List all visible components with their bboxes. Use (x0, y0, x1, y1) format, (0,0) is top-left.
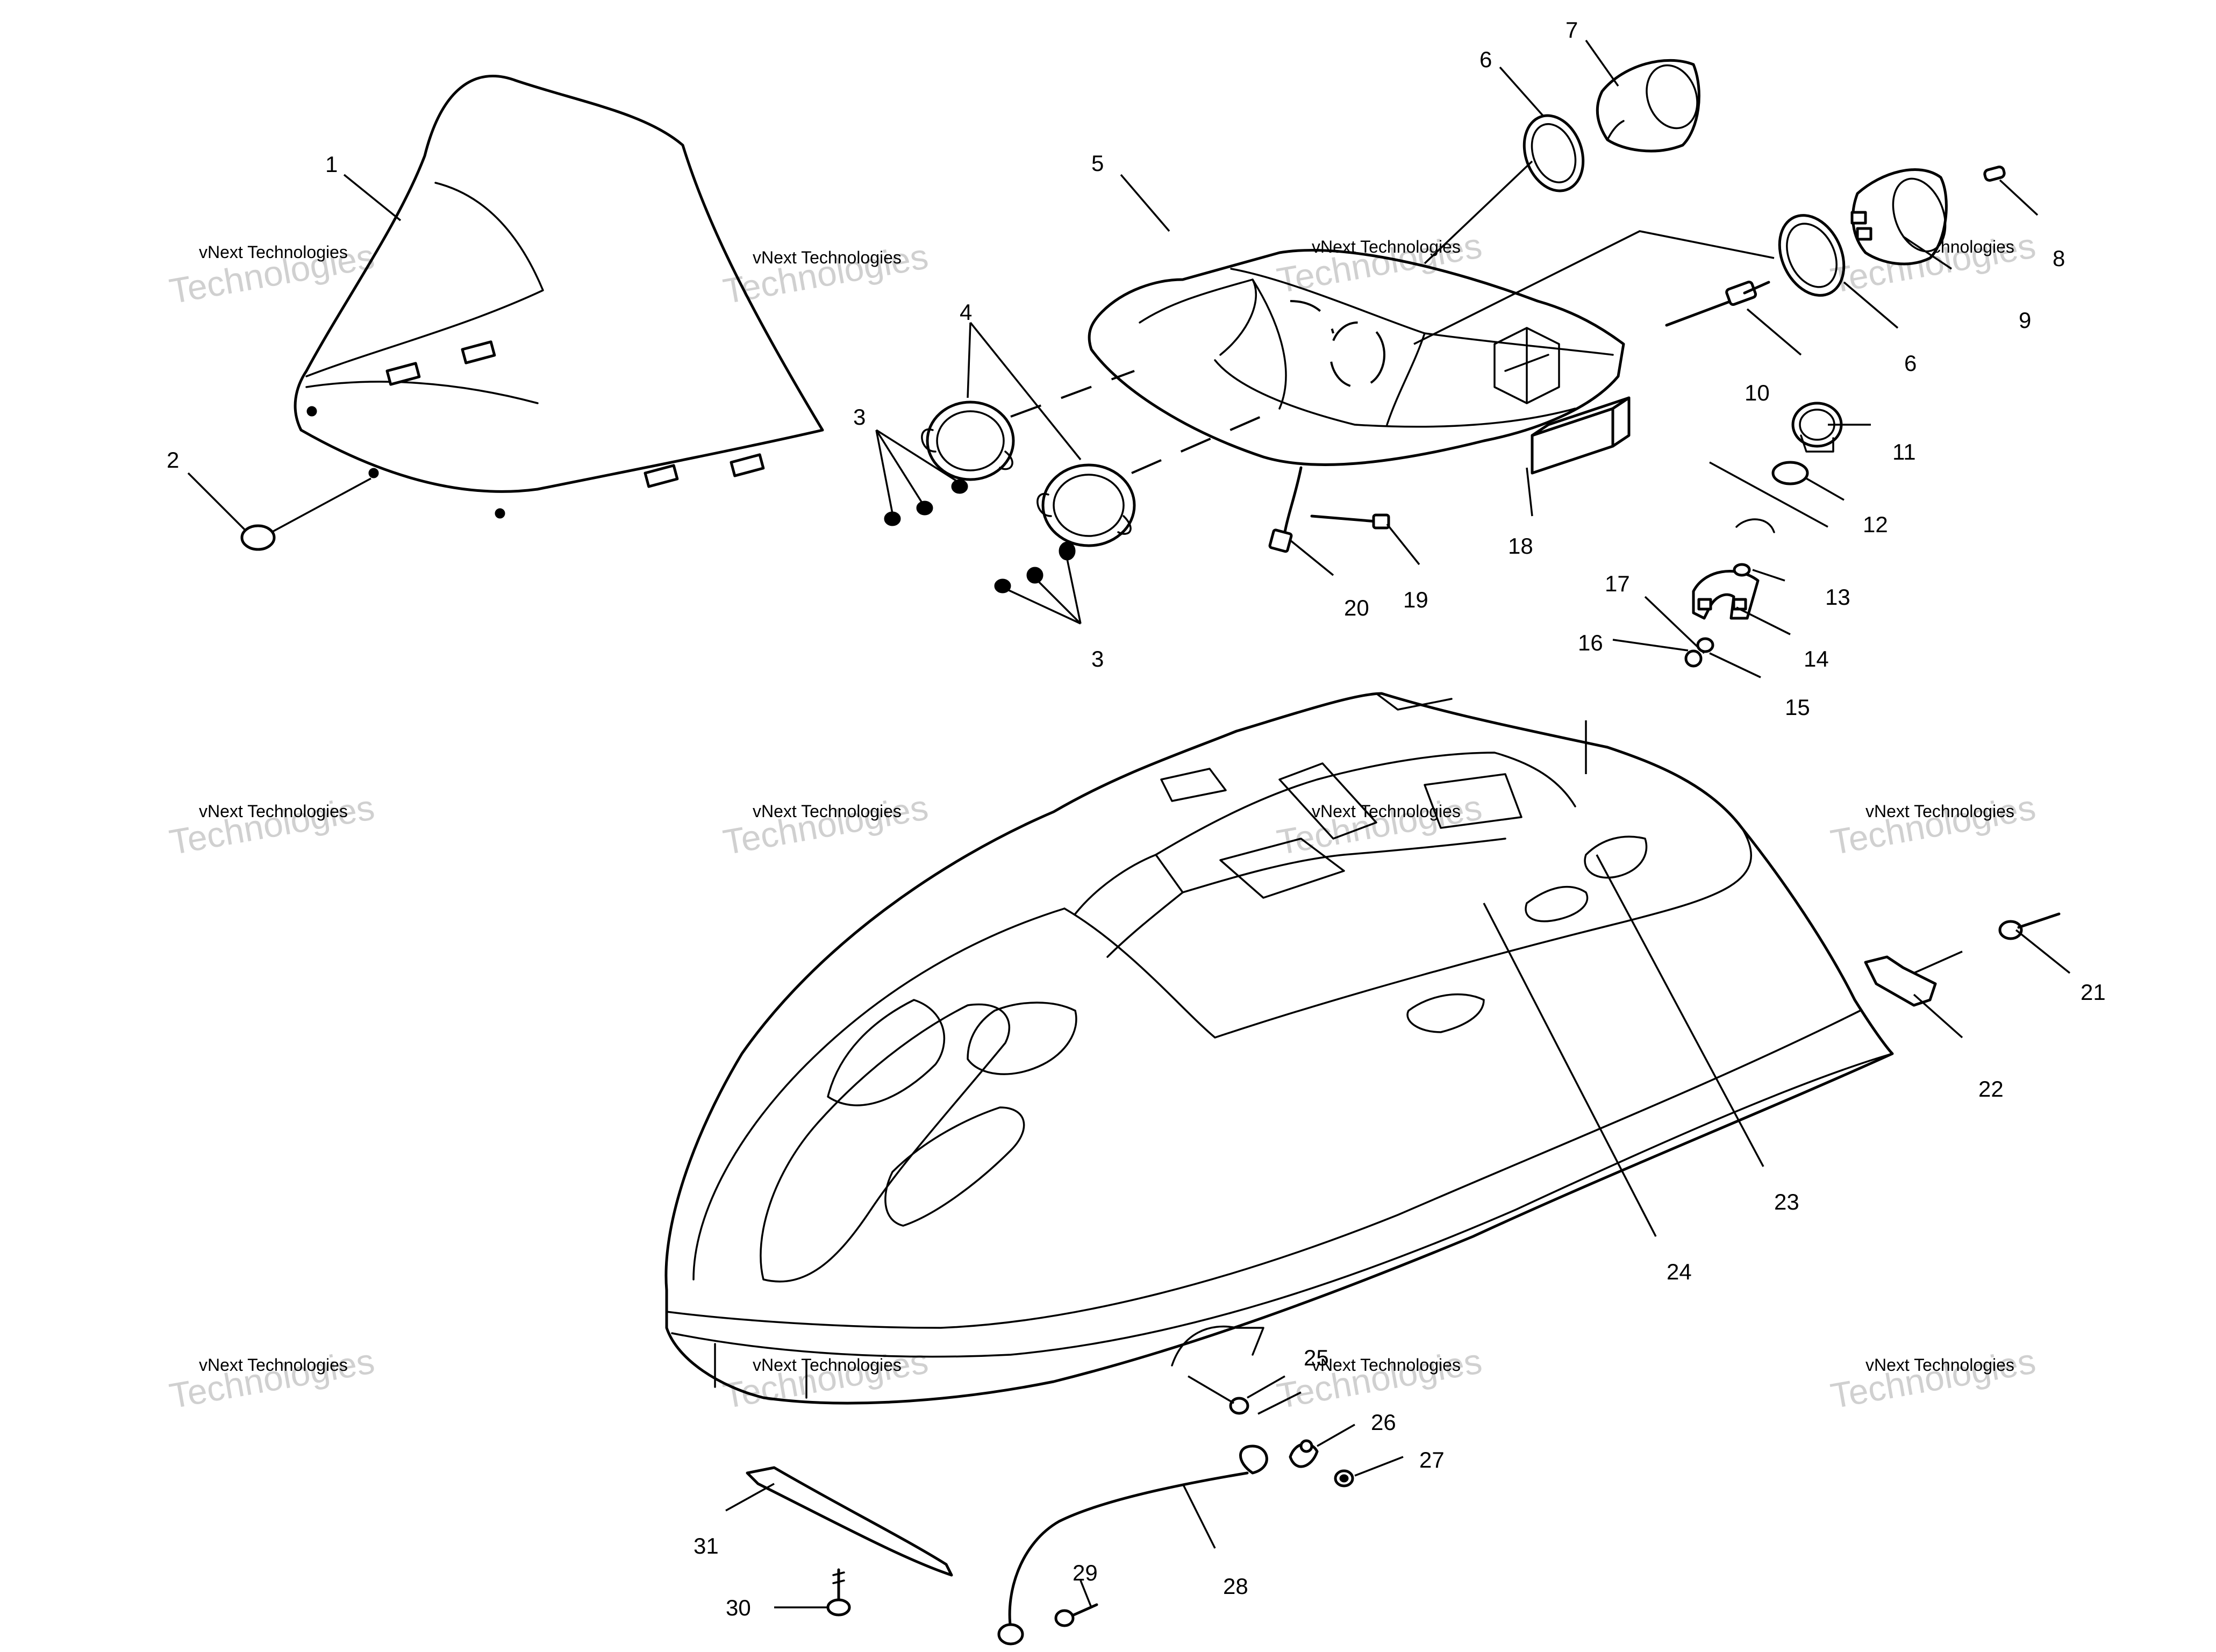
gauge-bezel-lower (1778, 214, 1846, 297)
harness-plug (1268, 466, 1303, 553)
svg-text:Technologies: Technologies (167, 1341, 377, 1416)
callout-16: 16 (1578, 630, 1603, 655)
wire-connector (1665, 281, 1770, 327)
svg-text:Technologies: Technologies (167, 787, 377, 862)
svg-text:vNext Technologies: vNext Technologies (1312, 237, 1461, 256)
callout-27: 27 (1419, 1447, 1445, 1472)
svg-text:vNext Technologies: vNext Technologies (1312, 802, 1461, 821)
indicator-light (1791, 402, 1843, 453)
headlight-ring-left (921, 401, 1015, 481)
callout-17: 17 (1605, 571, 1630, 596)
foam-pad (1531, 396, 1631, 475)
callout-10: 10 (1745, 380, 1770, 405)
bulb (1983, 165, 2006, 182)
svg-text:Technologies: Technologies (1828, 787, 2039, 862)
nut-set-lower (994, 541, 1076, 593)
callout-3-upper: 3 (853, 404, 866, 430)
windshield (294, 75, 824, 519)
callout-22: 22 (1978, 1076, 2004, 1102)
nut-set-upper (884, 479, 968, 526)
svg-text:vNext Technologies: vNext Technologies (199, 1355, 348, 1375)
nut (1684, 649, 1703, 668)
svg-text:vNext Technologies: vNext Technologies (753, 1355, 902, 1375)
svg-text:Technologies: Technologies (720, 1341, 931, 1416)
callout-2: 2 (167, 447, 179, 473)
svg-text:vNext Technologies: vNext Technologies (1865, 802, 2014, 821)
headlight-ring-right (1036, 463, 1136, 547)
rivet (1733, 563, 1751, 577)
gauge-bezel-upper (1522, 114, 1585, 192)
deflector (746, 1466, 953, 1577)
hood (664, 692, 1894, 1405)
callout-12: 12 (1863, 512, 1888, 537)
alignment-lines (1010, 160, 1775, 474)
mount-plate (1864, 950, 1963, 1007)
o-ring (1771, 461, 1809, 485)
callout-5: 5 (1091, 151, 1104, 176)
tether-cable (997, 1444, 1268, 1646)
deflector-bolt (826, 1568, 851, 1617)
svg-text:vNext Technologies: vNext Technologies (753, 248, 902, 267)
tether-screw (1054, 1603, 1098, 1627)
leader-lines (187, 39, 2071, 1608)
callout-25: 25 (1304, 1345, 1329, 1370)
small-screw (1188, 1375, 1285, 1415)
callout-7: 7 (1566, 17, 1578, 42)
callout-14: 14 (1804, 646, 1829, 671)
callout-6-lower: 6 (1904, 351, 1917, 376)
console-housing (1088, 249, 1625, 466)
callout-6-upper: 6 (1479, 47, 1492, 72)
callout-labels: 1 2 3 3 4 5 6 7 6 8 9 10 11 12 13 14 15 … (167, 17, 2106, 1620)
gauge (1850, 168, 1948, 266)
clip (1289, 1439, 1319, 1468)
callout-20: 20 (1344, 595, 1369, 620)
switch-bracket (1692, 518, 1775, 620)
callout-19: 19 (1403, 587, 1428, 612)
callout-28: 28 (1223, 1574, 1248, 1599)
callout-8: 8 (2053, 246, 2065, 271)
svg-text:Technologies: Technologies (720, 787, 931, 862)
callout-30: 30 (726, 1595, 751, 1620)
gauge-cup (1596, 59, 1700, 153)
callout-29: 29 (1073, 1560, 1098, 1585)
callout-31: 31 (694, 1533, 719, 1558)
callout-13: 13 (1825, 584, 1850, 610)
callout-24: 24 (1667, 1259, 1692, 1284)
callout-18: 18 (1508, 533, 1533, 559)
side-screw (1998, 912, 2061, 940)
callout-26: 26 (1371, 1410, 1396, 1435)
svg-text:vNext Technologies: vNext Technologies (199, 242, 348, 262)
long-screw (1310, 513, 1390, 530)
callout-1: 1 (325, 152, 338, 177)
windshield-screw (240, 477, 371, 551)
svg-text:vNext Technologies: vNext Technologies (199, 802, 348, 821)
callout-4: 4 (960, 299, 972, 325)
washer (1696, 637, 1714, 653)
svg-text:Technologies: Technologies (1828, 1341, 2039, 1416)
svg-text:vNext Technologies: vNext Technologies (1865, 1355, 2014, 1375)
callout-9: 9 (2019, 307, 2031, 333)
callout-21: 21 (2081, 979, 2106, 1005)
callout-11: 11 (1892, 439, 1916, 464)
svg-text:vNext Technologies: vNext Technologies (753, 802, 902, 821)
lock-nut (1334, 1469, 1354, 1487)
callout-23: 23 (1774, 1189, 1799, 1214)
svg-text:Technologies: Technologies (720, 236, 931, 311)
callout-3-lower: 3 (1091, 646, 1104, 671)
callout-15: 15 (1785, 695, 1810, 720)
svg-text:vNext Technologies: vNext Technologies (1312, 1355, 1461, 1375)
